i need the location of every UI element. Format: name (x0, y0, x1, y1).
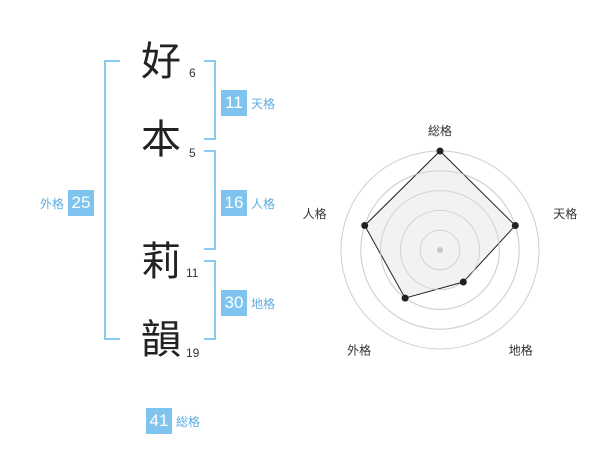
chikaku-bracket (204, 260, 216, 340)
radar-axis-label-1: 天格 (553, 206, 577, 221)
radar-axis-label-0: 総格 (428, 123, 452, 138)
name-char-3: 莉 (141, 239, 181, 285)
radar-axis-label-4: 人格 (303, 206, 327, 221)
gaikaku-value: 25 (68, 190, 95, 216)
radar-axis-label-3: 外格 (347, 343, 371, 358)
radar-point-1 (511, 222, 519, 229)
radar-ring-overlay-4 (360, 170, 520, 330)
soukaku-label: 総格 (176, 414, 201, 429)
name-char-4: 韻 (141, 317, 181, 363)
gaikaku-bracket (104, 60, 120, 340)
jinkaku-value: 16 (221, 190, 247, 216)
radar-ring-overlay-1 (419, 229, 461, 271)
soukaku-value: 41 (146, 408, 172, 434)
radar-point-4 (361, 222, 369, 229)
tenkaku-bracket (204, 60, 216, 140)
radar-ring-overlay-2 (399, 209, 481, 291)
stroke-count-1: 6 (189, 66, 196, 80)
gaikaku-label: 外格 (40, 196, 65, 211)
chikaku-label: 地格 (251, 296, 276, 311)
chikaku-value: 30 (221, 290, 247, 316)
radar-center-dot (437, 247, 443, 253)
jinkaku-badge: 16 人格 (221, 190, 275, 216)
gaikaku-badge: 外格 25 (40, 190, 95, 216)
radar-point-3 (401, 294, 409, 302)
stroke-count-3: 11 (186, 266, 199, 280)
tenkaku-label: 天格 (251, 96, 276, 111)
name-char-2: 本 (141, 117, 181, 163)
radar-point-2 (459, 278, 467, 286)
stroke-count-2: 5 (189, 146, 196, 160)
tenkaku-value: 11 (221, 90, 247, 116)
soukaku-badge: 41 総格 (146, 408, 200, 434)
chikaku-badge: 30 地格 (221, 290, 275, 316)
name-char-1: 好 (141, 39, 181, 85)
tenkaku-badge: 11 天格 (221, 90, 275, 116)
radar-ring-overlay-3 (380, 190, 500, 310)
radar-axis-label-2: 地格 (509, 343, 533, 358)
jinkaku-label: 人格 (251, 196, 276, 211)
stroke-count-4: 19 (186, 346, 200, 360)
radar-point-0 (436, 147, 444, 155)
jinkaku-bracket (204, 150, 216, 250)
